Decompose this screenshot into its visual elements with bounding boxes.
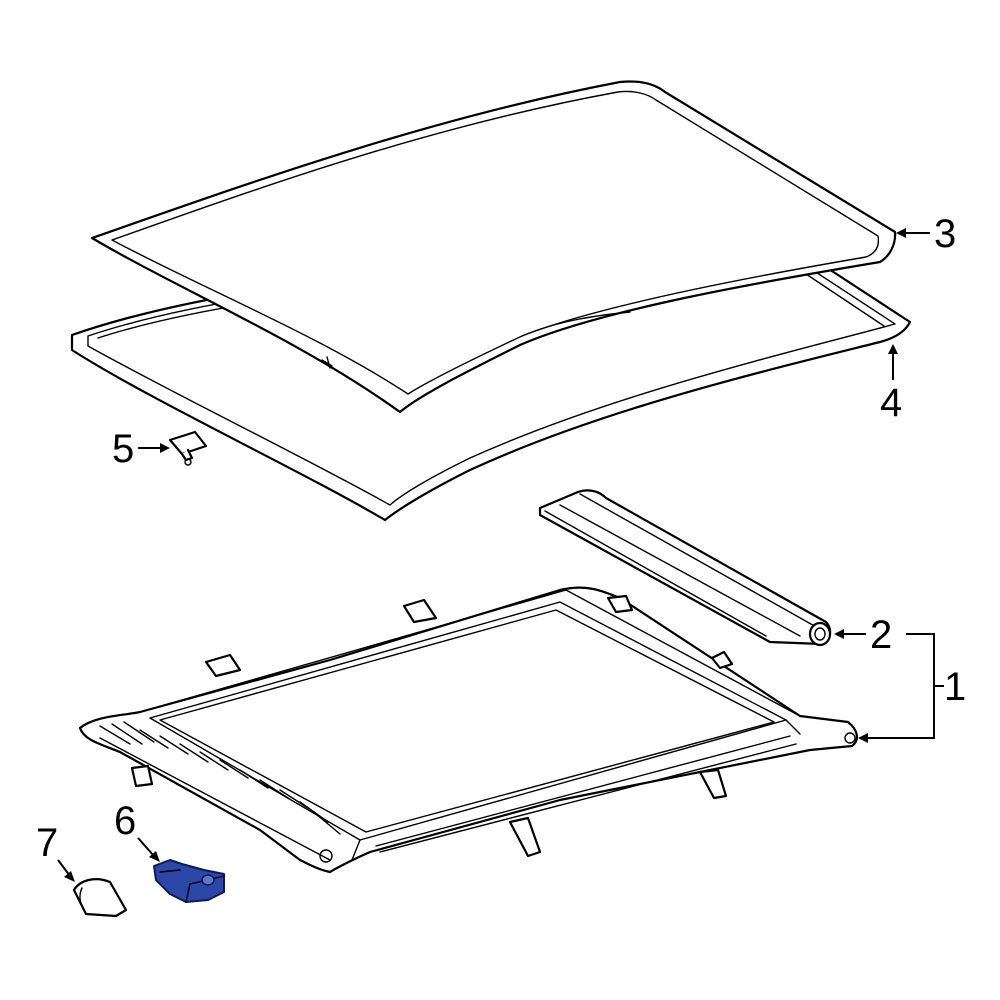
part-5-clip <box>168 430 208 466</box>
leader-lines <box>57 228 944 882</box>
callout-6: 6 <box>114 799 136 843</box>
part-1-frame <box>78 586 858 874</box>
callout-7: 7 <box>36 821 58 865</box>
callout-2: 2 <box>870 613 892 657</box>
part-3-glass-panel <box>90 80 897 414</box>
callout-1: 1 <box>944 665 966 709</box>
part-6-motor <box>153 859 225 903</box>
part-2-sunshade <box>538 489 832 647</box>
callouts: 1 2 3 4 5 6 7 <box>36 212 966 865</box>
callout-5: 5 <box>112 427 134 471</box>
callout-4: 4 <box>880 381 902 425</box>
part-7-cover <box>72 878 128 918</box>
callout-3: 3 <box>934 212 956 256</box>
